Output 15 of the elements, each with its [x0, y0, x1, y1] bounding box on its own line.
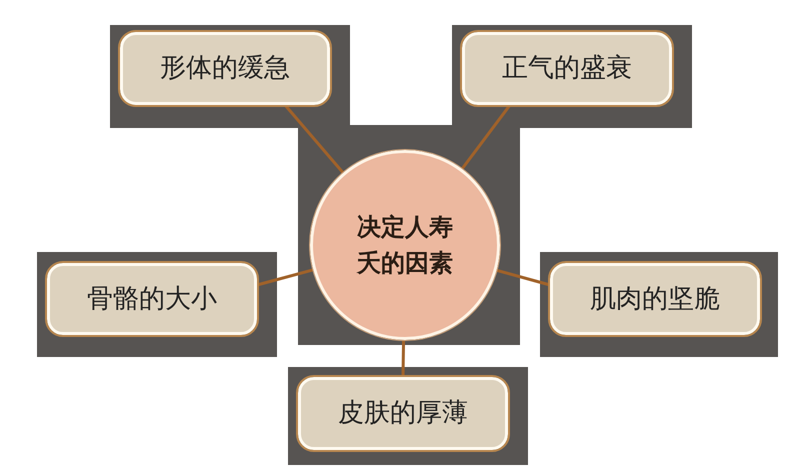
factor-label: 形体的缓急 [160, 52, 290, 85]
factor-box [47, 263, 257, 335]
center-title: 决定人寿夭的因素 [356, 212, 454, 279]
connector-line [284, 104, 344, 174]
factor-label: 肌肉的坚脆 [590, 282, 720, 316]
connector-line [460, 104, 512, 170]
factor-box [550, 263, 760, 335]
connector-line [402, 340, 406, 378]
factor-label: 骨骼的大小 [87, 282, 217, 316]
factor-label: 皮肤的厚薄 [338, 397, 468, 430]
factor-box [298, 377, 508, 450]
connector-line [496, 268, 550, 286]
factor-label: 正气的盛衰 [502, 52, 632, 85]
factor-box [120, 32, 330, 105]
factor-box [462, 32, 672, 105]
